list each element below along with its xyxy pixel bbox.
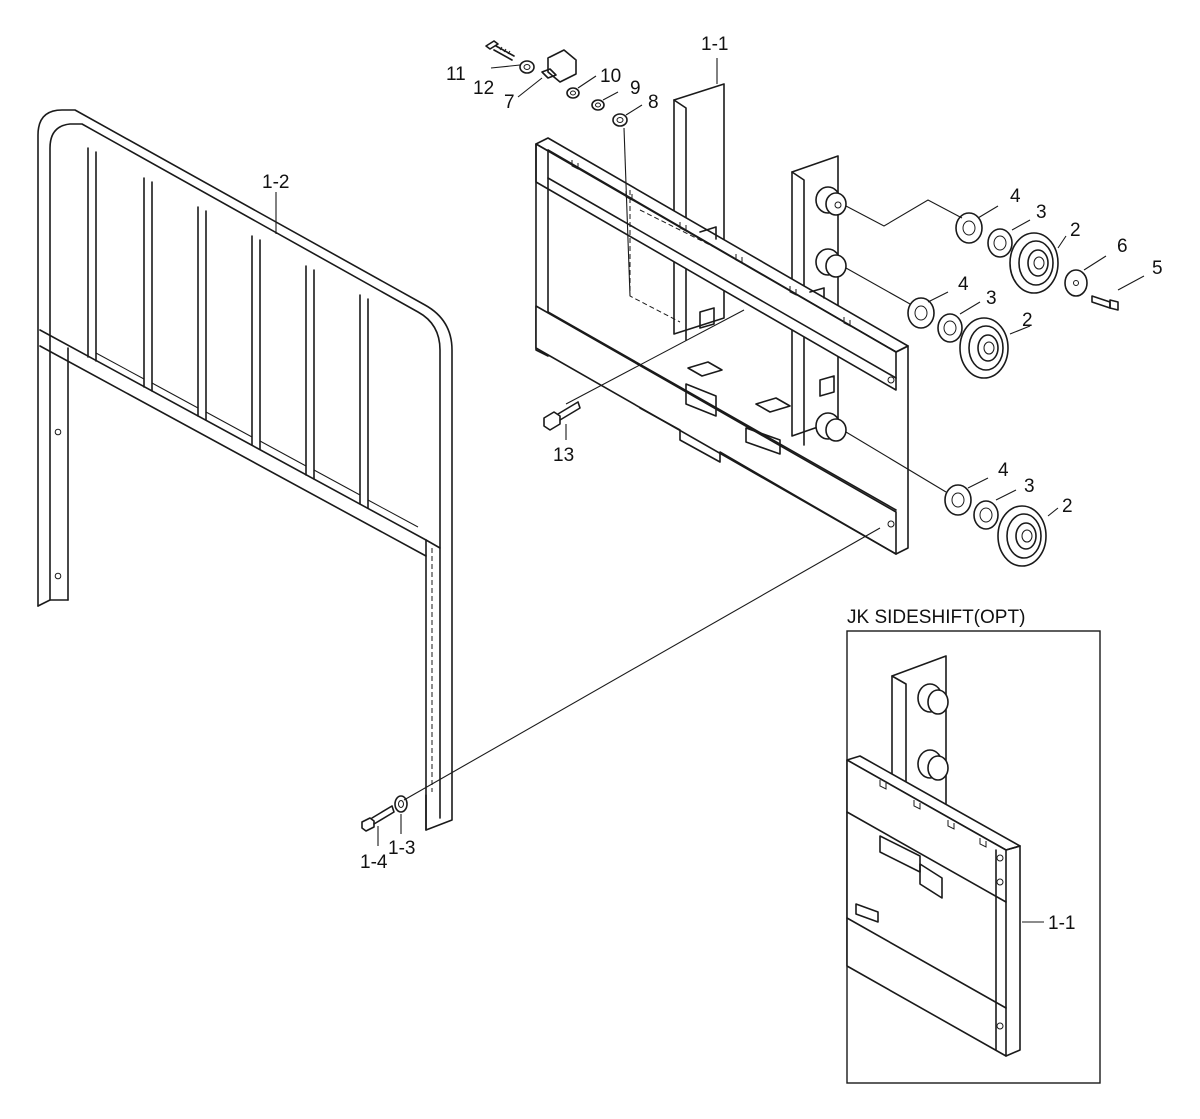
washer-1-3 xyxy=(394,795,408,813)
washer-12 xyxy=(519,60,535,74)
inset-title: JK SIDESHIFT(OPT) xyxy=(847,607,1025,628)
washer-10 xyxy=(566,87,580,99)
label-8: 8 xyxy=(648,92,659,113)
carriage-roller-studs xyxy=(815,186,847,442)
carriage-1-1 xyxy=(535,83,909,555)
label-4-bottom: 4 xyxy=(998,460,1009,481)
bolt-1-4 xyxy=(361,805,395,832)
label-7: 7 xyxy=(504,92,515,113)
label-2-top: 2 xyxy=(1070,220,1081,241)
label-2-bottom: 2 xyxy=(1062,496,1073,517)
inset-label-1-1: 1-1 xyxy=(1048,913,1075,934)
roller-pin-7 xyxy=(541,49,577,83)
washer-8 xyxy=(612,113,628,127)
label-1-2: 1-2 xyxy=(262,172,289,193)
roller-set-top xyxy=(955,212,1119,311)
label-9: 9 xyxy=(630,78,641,99)
label-6: 6 xyxy=(1117,236,1128,257)
label-4-middle: 4 xyxy=(958,274,969,295)
inset-jk-sideshift: JK SIDESHIFT(OPT) 1-1 xyxy=(846,607,1101,1084)
bolt-11 xyxy=(485,40,515,61)
label-2-middle: 2 xyxy=(1022,310,1033,331)
label-12: 12 xyxy=(473,78,494,99)
load-backrest-1-2 xyxy=(37,109,453,831)
bolt-13 xyxy=(543,401,581,431)
assembly-lines xyxy=(275,58,1145,846)
roller-set-bottom xyxy=(944,484,1047,567)
label-4-top: 4 xyxy=(1010,186,1021,207)
label-5: 5 xyxy=(1152,258,1163,279)
label-1-3: 1-3 xyxy=(388,838,415,859)
label-11: 11 xyxy=(446,64,466,85)
label-3-bottom: 3 xyxy=(1024,476,1035,497)
label-3-top: 3 xyxy=(1036,202,1047,223)
label-3-middle: 3 xyxy=(986,288,997,309)
label-1-4: 1-4 xyxy=(360,852,388,873)
label-10: 10 xyxy=(600,66,621,87)
label-1-1: 1-1 xyxy=(701,34,728,55)
washer-9 xyxy=(591,99,605,111)
part-labels: 1-1 1-2 11 12 7 10 9 8 13 4 3 2 6 5 4 3 … xyxy=(262,34,1163,873)
label-13: 13 xyxy=(553,445,574,466)
roller-set-middle xyxy=(907,297,1009,379)
